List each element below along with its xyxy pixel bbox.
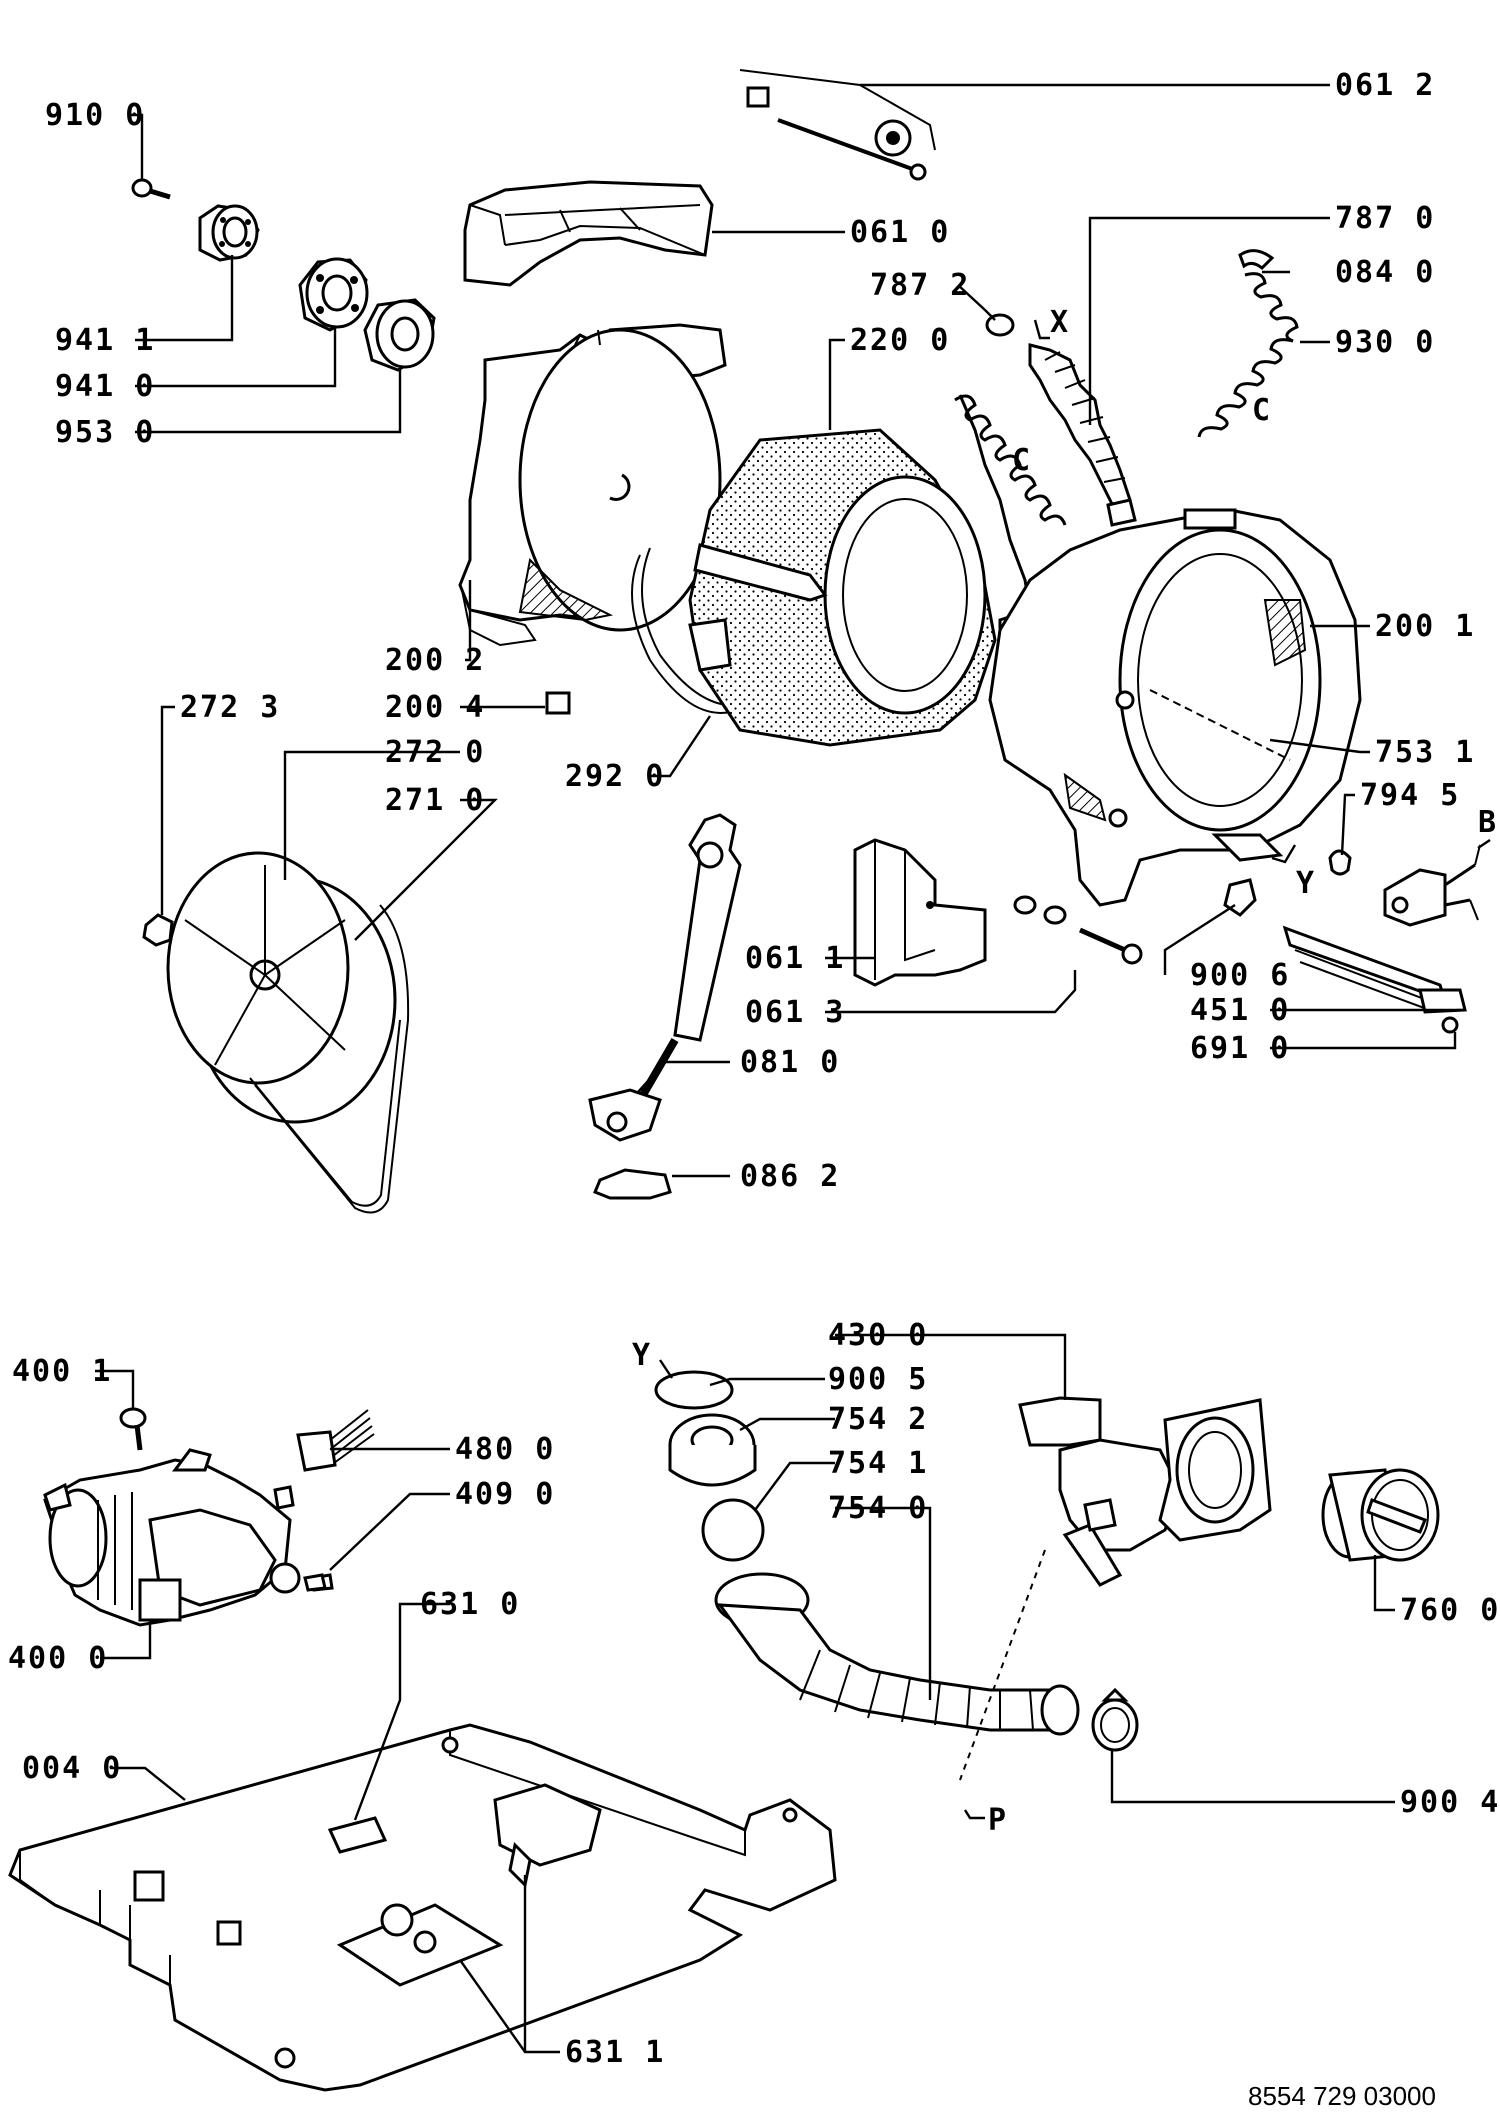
part-7600-filter	[1321, 1468, 1440, 1562]
part-7872-hose-clamp	[985, 313, 1137, 527]
label-9005: 900 5	[828, 1362, 928, 1397]
label-9006: 900 6	[1190, 958, 1290, 993]
part-0610-top-weight	[463, 180, 714, 287]
part-0040-base-plate	[8, 1723, 837, 2092]
label-2720: 272 0	[385, 735, 485, 770]
letter-p: P	[988, 1803, 1008, 1838]
label-7945: 794 5	[1360, 778, 1460, 813]
part-2920-clamp-ring	[631, 554, 731, 714]
leader-lines	[95, 83, 1491, 2054]
label-0611: 061 1	[745, 941, 845, 976]
label-0810: 081 0	[740, 1045, 840, 1080]
label-0612: 061 2	[1335, 68, 1435, 103]
letter-c-left: C	[1012, 443, 1032, 478]
part-9530-seal	[363, 298, 436, 372]
label-2002: 200 2	[385, 643, 485, 678]
label-9530: 953 0	[55, 415, 155, 450]
label-0840: 084 0	[1335, 255, 1435, 290]
part-2004-clip	[545, 691, 571, 715]
label-9300: 930 0	[1335, 325, 1435, 360]
part-4090-insert	[303, 1573, 327, 1592]
label-2001: 200 1	[1375, 609, 1475, 644]
part-4001-bolt	[119, 1407, 147, 1451]
part-0840-hook	[1238, 249, 1275, 271]
part-0810-shock-absorber	[588, 813, 742, 1142]
label-6310: 631 0	[420, 1587, 520, 1622]
label-2723: 272 3	[180, 690, 280, 725]
part-4510-heater	[1282, 925, 1467, 1034]
label-2200: 220 0	[850, 323, 950, 358]
part-4000-motor	[43, 1448, 334, 1627]
part-2001-front-tub	[988, 508, 1362, 907]
label-9004: 900 4	[1400, 1785, 1500, 1820]
letter-c-right: C	[1252, 393, 1272, 428]
label-9100: 910 0	[45, 98, 145, 133]
part-2720-pulley	[166, 851, 397, 1124]
label-0610: 061 0	[850, 215, 950, 250]
part-9410-bearing	[298, 257, 369, 332]
label-7542: 754 2	[828, 1402, 928, 1437]
part-7540-drain-hose	[714, 1572, 1080, 1736]
part-7945-cap	[1328, 849, 1352, 876]
part-2723-nut	[142, 913, 174, 947]
part-number-labels: 061 2 910 0 061 0 787 0 787 2 084 0 941 …	[8, 68, 1500, 2070]
label-4090: 409 0	[455, 1477, 555, 1512]
letter-b: B	[1478, 805, 1498, 840]
part-9005-ring	[654, 1370, 734, 1410]
part-0613-bolt-set	[1013, 895, 1143, 965]
letter-callouts: X C C Y B Y P	[632, 305, 1498, 1838]
label-9410: 941 0	[55, 369, 155, 404]
drawing-reference-number: 8554 729 03000	[1248, 2081, 1436, 2111]
part-0612-bracket	[739, 69, 936, 181]
label-4800: 480 0	[455, 1432, 555, 1467]
label-7541: 754 1	[828, 1446, 928, 1481]
label-4300: 430 0	[828, 1318, 928, 1353]
label-4510: 451 0	[1190, 993, 1290, 1028]
part-7541-ball	[701, 1498, 765, 1562]
part-0611-front-weight	[853, 838, 987, 987]
label-4001: 400 1	[12, 1354, 112, 1389]
part-9411-bearing	[198, 204, 260, 262]
part-4300-drain-pump	[959, 1396, 1272, 1781]
label-9411: 941 1	[55, 323, 155, 358]
spring-right	[1187, 272, 1299, 542]
part-4800-connector	[296, 1409, 375, 1472]
label-6910: 691 0	[1190, 1031, 1290, 1066]
label-0862: 086 2	[740, 1159, 840, 1194]
part-pressure-switch	[1383, 844, 1481, 927]
label-7540: 754 0	[828, 1491, 928, 1526]
part-0862-bracket	[593, 1168, 672, 1200]
part-2710-belt	[254, 904, 410, 1214]
label-2004: 200 4	[385, 690, 485, 725]
label-7531: 753 1	[1375, 735, 1475, 770]
label-7870: 787 0	[1335, 201, 1435, 236]
label-0613: 061 3	[745, 995, 845, 1030]
part-9004-clamp	[1091, 1687, 1139, 1752]
letter-x: X	[1050, 305, 1070, 340]
label-2920: 292 0	[565, 759, 665, 794]
label-0040: 004 0	[22, 1751, 122, 1786]
letter-y-bottom: Y	[632, 1338, 652, 1373]
label-7600: 760 0	[1400, 1593, 1500, 1628]
part-2002-rear-tub	[458, 323, 727, 647]
part-9100-bolt	[131, 178, 171, 200]
label-2710: 271 0	[385, 783, 485, 818]
letter-y-top: Y	[1296, 866, 1316, 901]
part-2200-drum	[688, 428, 997, 747]
label-7872: 787 2	[870, 268, 970, 303]
label-6311: 631 1	[565, 2035, 665, 2070]
part-7542-nozzle	[668, 1413, 757, 1487]
label-4000: 400 0	[8, 1641, 108, 1676]
